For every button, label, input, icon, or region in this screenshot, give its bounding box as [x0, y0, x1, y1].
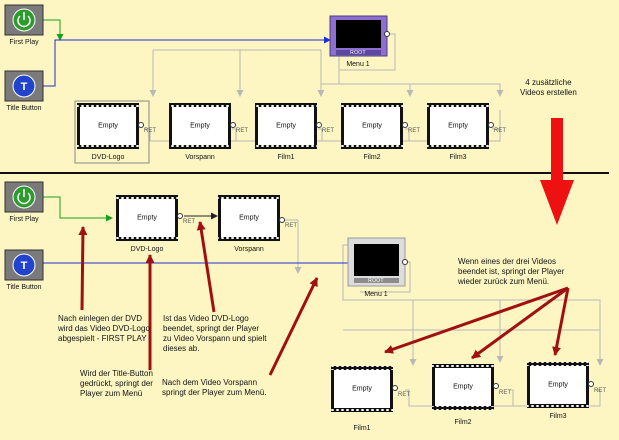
top-film2-label: Film2	[363, 154, 381, 161]
top-video-film2	[341, 103, 408, 149]
bottom-film2-label: Film2	[454, 419, 472, 426]
top-title-button-node: T	[4, 70, 44, 102]
bottom-video-vorspann	[218, 195, 285, 241]
top-vorspann-content: Empty	[190, 122, 210, 130]
bottom-film3-content: Empty	[548, 381, 568, 389]
top-first-play-node	[4, 4, 44, 36]
top-title-button-label: Title Button	[6, 105, 42, 112]
bottom-title-button-label: Title Button	[6, 284, 42, 291]
bottom-first-play-node	[4, 181, 44, 213]
top-vorspann-label: Vorspann	[185, 154, 215, 161]
bottom-first-play-label: First Play	[9, 216, 39, 223]
top-menu-tag: ROOT	[350, 50, 366, 56]
bottom-film1-content: Empty	[352, 385, 372, 393]
top-film1-label: Film1	[277, 154, 295, 161]
bottom-film2-content: Empty	[453, 383, 473, 391]
top-vorspann-ret: RET	[236, 128, 248, 134]
bottom-dvd-logo-content: Empty	[137, 214, 157, 222]
note-title-button: Wird der Title-Button gedrückt, springt …	[80, 369, 153, 398]
top-film2-ret: RET	[408, 128, 420, 134]
top-menu-label: Menu 1	[346, 61, 370, 68]
note-videos-end: Wenn eines der drei Videos beendet ist, …	[458, 257, 565, 286]
top-film3-label: Film3	[449, 154, 467, 161]
top-video-dvd-logo	[77, 103, 144, 149]
big-red-arrow	[540, 118, 574, 225]
top-dvd-logo-ret: RET	[144, 128, 156, 134]
bottom-vorspann-ret: RET	[285, 223, 297, 229]
top-dvd-logo-selection	[74, 100, 150, 164]
bottom-video-film2	[432, 364, 499, 410]
bottom-film2-ret: RET	[499, 390, 511, 396]
bottom-video-film3	[527, 362, 594, 408]
top-video-film3	[427, 103, 494, 149]
bottom-dvd-logo-label: DVD-Logo	[130, 246, 164, 253]
top-film1-content: Empty	[276, 122, 296, 130]
top-dvd-logo-label: DVD-Logo	[91, 154, 125, 161]
top-film3-content: Empty	[448, 122, 468, 130]
top-dvd-logo-content: Empty	[98, 122, 118, 130]
svg-text:T: T	[21, 260, 28, 272]
bottom-video-film1	[331, 366, 398, 412]
top-main-links	[43, 19, 331, 87]
top-film2-content: Empty	[362, 122, 382, 130]
note-vorspann-end: Nach dem Video Vorspann springt der Play…	[162, 378, 267, 397]
top-video-vorspann	[169, 103, 236, 149]
bottom-menu-tag: ROOT	[368, 278, 384, 284]
bottom-film1-ret: RET	[398, 392, 410, 398]
note-dvd-logo-end: Ist das Video DVD-Logo beendet, springt …	[163, 314, 267, 353]
bottom-film1-label: Film1	[353, 425, 371, 432]
bottom-menu-label: Menu 1	[364, 291, 388, 298]
top-video-film1	[255, 103, 322, 149]
top-film3-ret: RET	[494, 128, 506, 134]
bottom-main-links	[43, 196, 356, 267]
red-annotation-arrows	[78, 221, 570, 376]
bottom-film3-ret: RET	[594, 388, 606, 394]
top-menu-node	[329, 15, 390, 57]
bottom-dvd-logo-ret: RET	[183, 219, 195, 225]
bottom-vorspann-label: Vorspann	[234, 246, 264, 253]
bottom-film3-label: Film3	[549, 413, 567, 420]
bottom-video-dvd-logo	[116, 195, 183, 241]
note-first-play: Nach einlegen der DVD wird das Video DVD…	[58, 314, 150, 343]
bottom-vorspann-content: Empty	[239, 214, 259, 222]
note-extra-videos: 4 zusätzliche Videos erstellen	[520, 78, 577, 97]
svg-text:T: T	[21, 81, 28, 93]
bottom-title-button-node: T	[4, 249, 44, 281]
top-first-play-label: First Play	[9, 39, 39, 46]
bottom-menu-node	[347, 237, 408, 287]
top-film1-ret: RET	[322, 128, 334, 134]
